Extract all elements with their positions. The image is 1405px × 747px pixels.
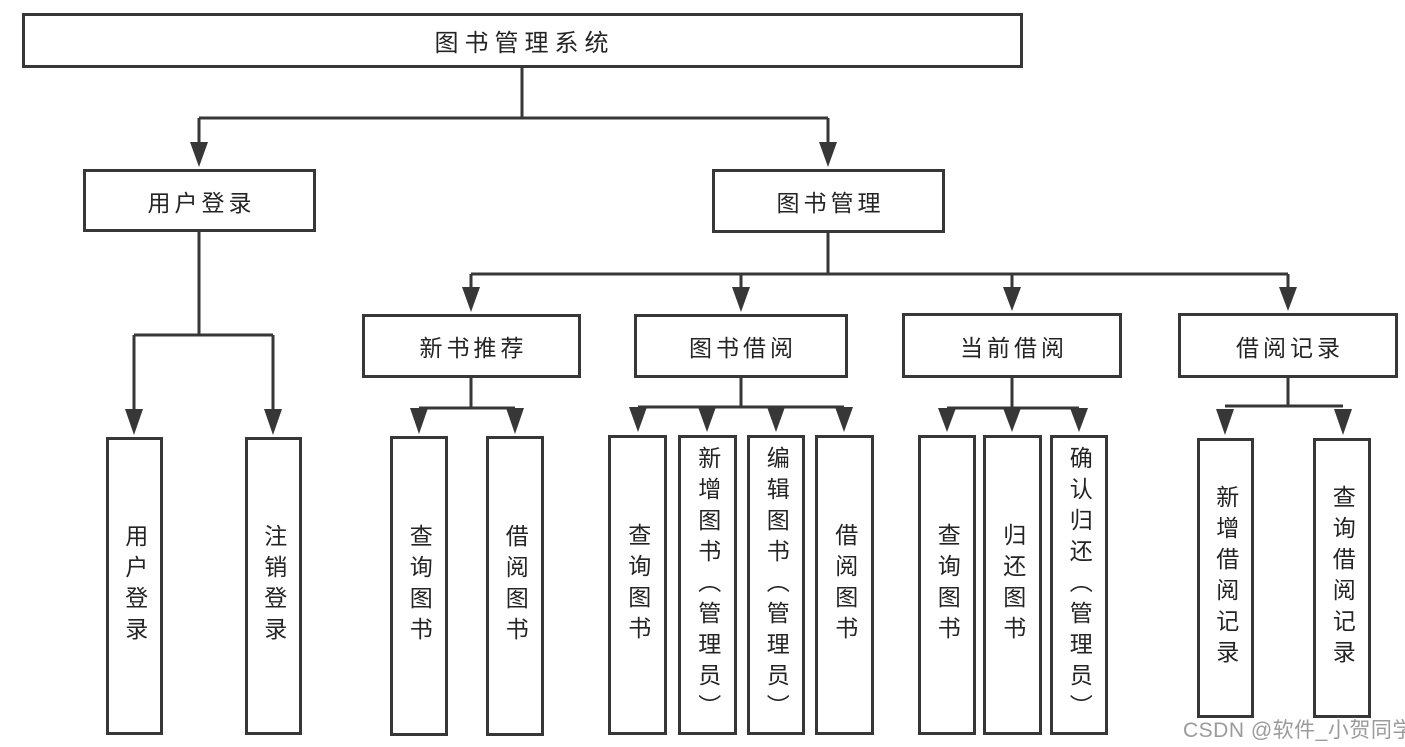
node-new-book-recommendation-label: 新书推荐 [419, 335, 528, 361]
arrowhead-icon [506, 408, 524, 434]
arrowhead-icon [698, 407, 716, 432]
leaf-user-login-label: 用户登录 [121, 524, 148, 648]
node-root-label: 图书管理系统 [434, 30, 615, 57]
leaf-logout: 注销登录 [245, 437, 302, 735]
arrowhead-icon [938, 408, 956, 432]
edge-lines [132, 65, 1343, 412]
arrowhead-icon [819, 142, 837, 167]
arrowhead-icon [835, 407, 853, 432]
arrowhead-icon [629, 407, 647, 432]
node-book-borrowing-label: 图书借阅 [689, 335, 797, 361]
arrowhead-icon [190, 142, 208, 167]
node-book-borrowing: 图书借阅 [634, 314, 848, 378]
arrowheads [125, 142, 1352, 435]
leaf-confirm-return-admin-label: 确认归还（管理员） [1066, 445, 1093, 725]
leaf-add-books-admin-label: 新增图书（管理员） [694, 445, 721, 725]
leaf-user-login: 用户登录 [106, 437, 163, 735]
node-borrowing-records-label: 借阅记录 [1236, 334, 1344, 361]
node-root: 图书管理系统 [22, 13, 1023, 68]
leaf-borrow-books-nb: 借阅图书 [486, 436, 544, 736]
arrowhead-icon [1279, 287, 1297, 311]
leaf-query-books-cb: 查询图书 [918, 435, 976, 735]
arrowhead-icon [1334, 409, 1352, 435]
leaf-add-books-admin: 新增图书（管理员） [678, 435, 737, 735]
node-current-borrowing: 当前借阅 [902, 313, 1122, 378]
leaf-logout-label: 注销登录 [260, 524, 287, 648]
arrowhead-icon [1070, 408, 1088, 432]
leaf-query-borrow-record: 查询借阅记录 [1313, 438, 1371, 718]
node-user-login: 用户登录 [83, 169, 316, 232]
node-current-borrowing-label: 当前借阅 [960, 334, 1068, 361]
node-user-login-label: 用户登录 [147, 189, 256, 216]
arrowhead-icon [1003, 287, 1021, 311]
leaf-borrow-books-bb: 借阅图书 [815, 435, 874, 735]
arrowhead-icon [1216, 409, 1234, 435]
leaf-query-borrow-record-label: 查询借阅记录 [1329, 485, 1356, 671]
arrowhead-icon [125, 409, 143, 435]
leaf-confirm-return-admin: 确认归还（管理员） [1050, 435, 1108, 735]
leaf-edit-books-admin-label: 编辑图书（管理员） [763, 445, 790, 725]
arrowhead-icon [1003, 408, 1021, 432]
arrowhead-icon [264, 409, 282, 435]
leaf-query-books-nb: 查询图书 [390, 436, 448, 736]
node-book-management: 图书管理 [712, 169, 945, 233]
arrowhead-icon [767, 407, 785, 432]
leaf-query-books-bb-label: 查询图书 [624, 523, 651, 647]
arrowhead-icon [410, 408, 428, 434]
leaf-query-books-bb: 查询图书 [608, 435, 667, 735]
leaf-return-books-label: 归还图书 [999, 523, 1026, 647]
leaf-query-books-nb-label: 查询图书 [406, 524, 433, 648]
leaf-query-books-cb-label: 查询图书 [934, 523, 961, 647]
arrowhead-icon [732, 287, 750, 312]
leaf-edit-books-admin: 编辑图书（管理员） [747, 435, 805, 735]
arrowhead-icon [462, 287, 480, 312]
leaf-add-borrow-record: 新增借阅记录 [1197, 438, 1254, 718]
node-new-book-recommendation: 新书推荐 [362, 314, 581, 378]
leaf-add-borrow-record-label: 新增借阅记录 [1212, 485, 1239, 671]
leaf-borrow-books-bb-label: 借阅图书 [831, 523, 858, 647]
leaf-borrow-books-nb-label: 借阅图书 [502, 524, 529, 648]
node-book-management-label: 图书管理 [776, 190, 885, 216]
csdn-watermark: CSDN @软件_小贺同学 [1183, 719, 1405, 742]
node-borrowing-records: 借阅记录 [1178, 313, 1398, 378]
leaf-return-books: 归还图书 [983, 435, 1042, 735]
